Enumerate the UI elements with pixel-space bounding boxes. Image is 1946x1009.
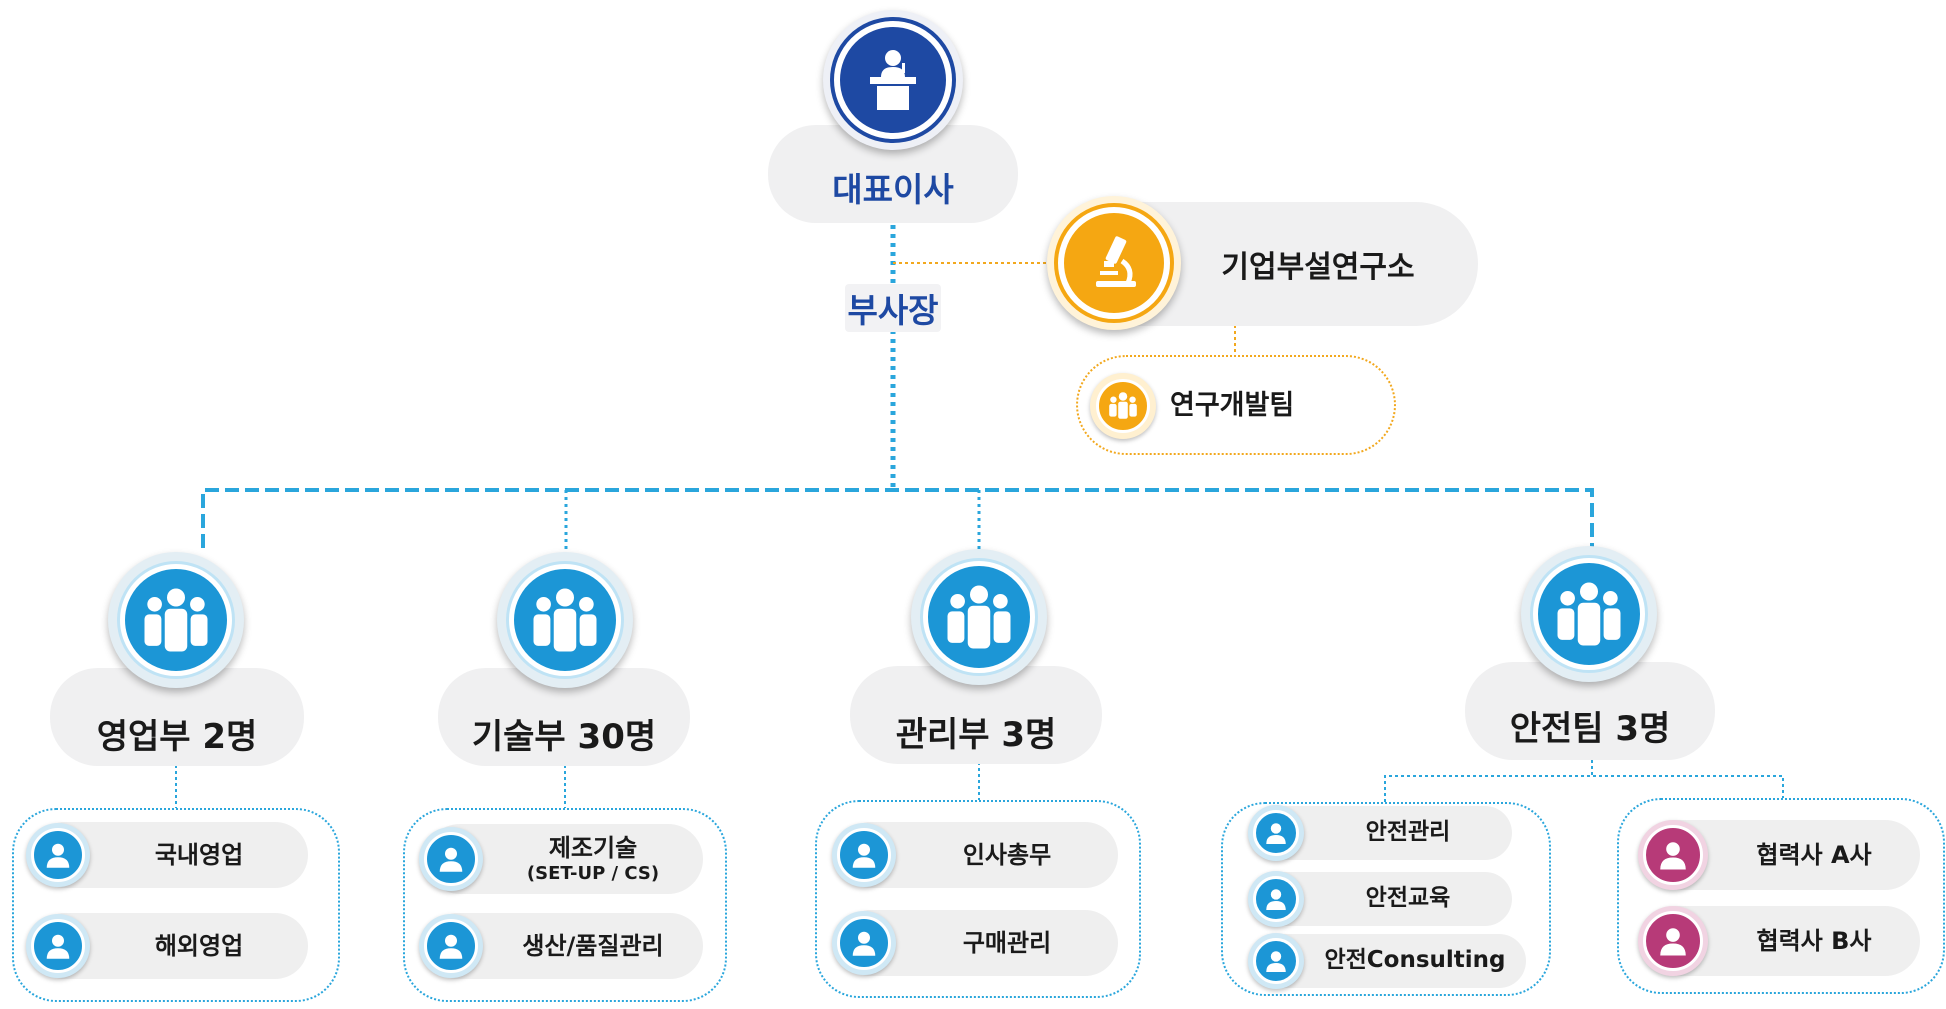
person-icon: [832, 911, 896, 975]
team-node: 해외영업: [26, 913, 308, 979]
person-icon: [26, 823, 90, 887]
team-group: [403, 808, 727, 1002]
department-label: 안전팀 3명: [1509, 708, 1671, 749]
ceo-label: 대표이사: [832, 170, 954, 209]
person-icon: [1248, 933, 1304, 989]
team-label-line2: (SET-UP / CS): [526, 862, 660, 884]
vice-president-label: 부사장: [847, 291, 939, 330]
team-label: 안전관리: [1365, 819, 1451, 846]
person-icon: [832, 823, 896, 887]
partner-label: 협력사 A사: [1756, 840, 1872, 869]
research-institute-label: 기업부설연구소: [1221, 250, 1415, 285]
team-node: 국내영업: [26, 822, 308, 888]
podium-icon: [823, 10, 963, 150]
team-label: 안전교육: [1365, 885, 1451, 912]
microscope-icon: [1047, 196, 1181, 330]
team-group: [12, 808, 340, 1002]
team-label: 해외영업: [154, 931, 244, 960]
team-node: 안전관리: [1248, 805, 1512, 861]
team-node: 구매관리: [832, 910, 1118, 976]
department-label: 관리부 3명: [895, 714, 1057, 755]
team-group: [815, 800, 1141, 998]
team-label: 생산/품질관리: [522, 931, 664, 960]
department-node: 관리부 3명: [850, 666, 1102, 764]
team-node: 안전교육: [1248, 871, 1512, 927]
team-label: 제조기술 (SET-UP / CS): [483, 834, 703, 884]
vice-president-node: 부사장: [845, 284, 941, 332]
partner-group: [1617, 798, 1945, 994]
partner-label: 협력사 B사: [1756, 926, 1872, 955]
team-icon: [497, 552, 633, 688]
team-label: 국내영업: [154, 840, 244, 869]
person-icon: [419, 914, 483, 978]
person-icon: [26, 914, 90, 978]
team-icon: [1090, 373, 1156, 439]
partner-node: 협력사 A사: [1638, 820, 1920, 890]
person-icon: [419, 827, 483, 891]
team-group: [1221, 802, 1551, 996]
team-label: 인사총무: [962, 840, 1052, 869]
team-node: 생산/품질관리: [419, 913, 703, 979]
team-node: 인사총무: [832, 822, 1118, 888]
team-node: 제조기술 (SET-UP / CS): [419, 824, 703, 894]
department-label: 기술부 30명: [471, 716, 657, 757]
person-icon: [1638, 820, 1708, 890]
team-node: 안전Consulting: [1248, 933, 1526, 989]
partner-node: 협력사 B사: [1638, 906, 1920, 976]
team-label-line1: 제조기술: [548, 833, 638, 862]
rnd-team-label: 연구개발팀: [1170, 389, 1295, 421]
rnd-team-group: [1076, 355, 1396, 455]
team-icon: [108, 552, 244, 688]
department-label: 영업부 2명: [96, 716, 258, 757]
person-icon: [1248, 805, 1304, 861]
rnd-team-node: 연구개발팀: [1090, 370, 1336, 442]
team-label: 안전Consulting: [1324, 947, 1506, 974]
team-icon: [1521, 546, 1657, 682]
team-label: 구매관리: [962, 928, 1052, 957]
person-icon: [1248, 871, 1304, 927]
person-icon: [1638, 906, 1708, 976]
team-icon: [911, 549, 1047, 685]
